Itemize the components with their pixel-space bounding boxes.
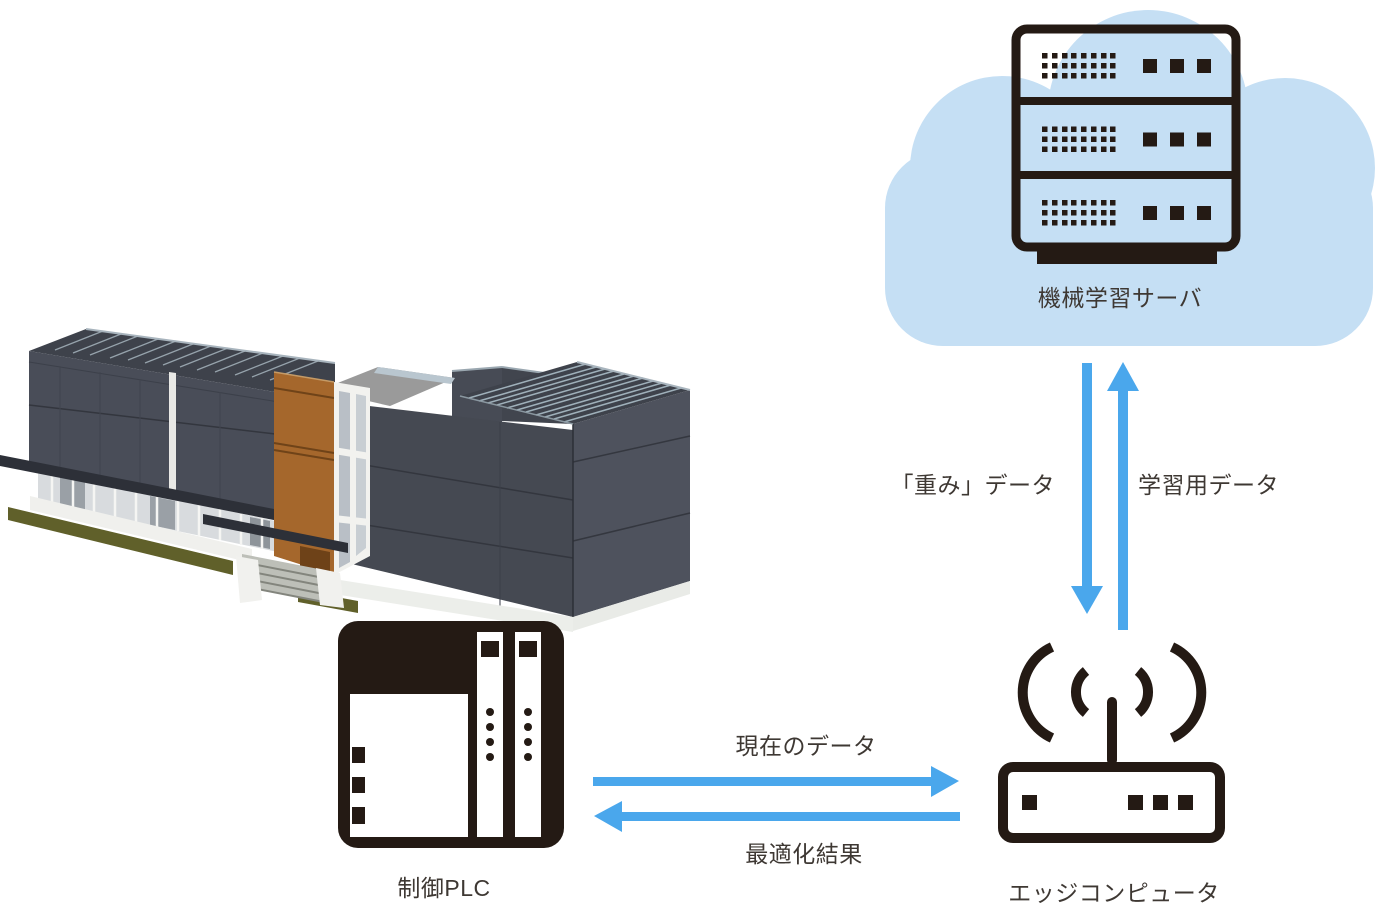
office-building-3d-icon <box>0 328 691 632</box>
arrow-weights-down <box>1071 363 1103 614</box>
current-flow-label: 現在のデータ <box>735 733 877 759</box>
ml-server-label: 機械学習サーバ <box>1037 285 1203 311</box>
wifi-router-icon <box>998 642 1225 843</box>
arrow-training-up <box>1107 362 1139 630</box>
server-rack-icon <box>1011 24 1241 264</box>
edge-computer-label: エッジコンピュータ <box>1008 880 1220 906</box>
arrow-optimized-left <box>594 801 960 832</box>
plc-label: 制御PLC <box>397 875 491 901</box>
training-flow-label: 学習用データ <box>1138 472 1279 498</box>
optimized-flow-label: 最適化結果 <box>745 841 863 867</box>
weights-flow-label: 「重み」データ <box>890 472 1055 498</box>
arrow-current-right <box>593 766 959 797</box>
plc-icon <box>338 621 564 848</box>
